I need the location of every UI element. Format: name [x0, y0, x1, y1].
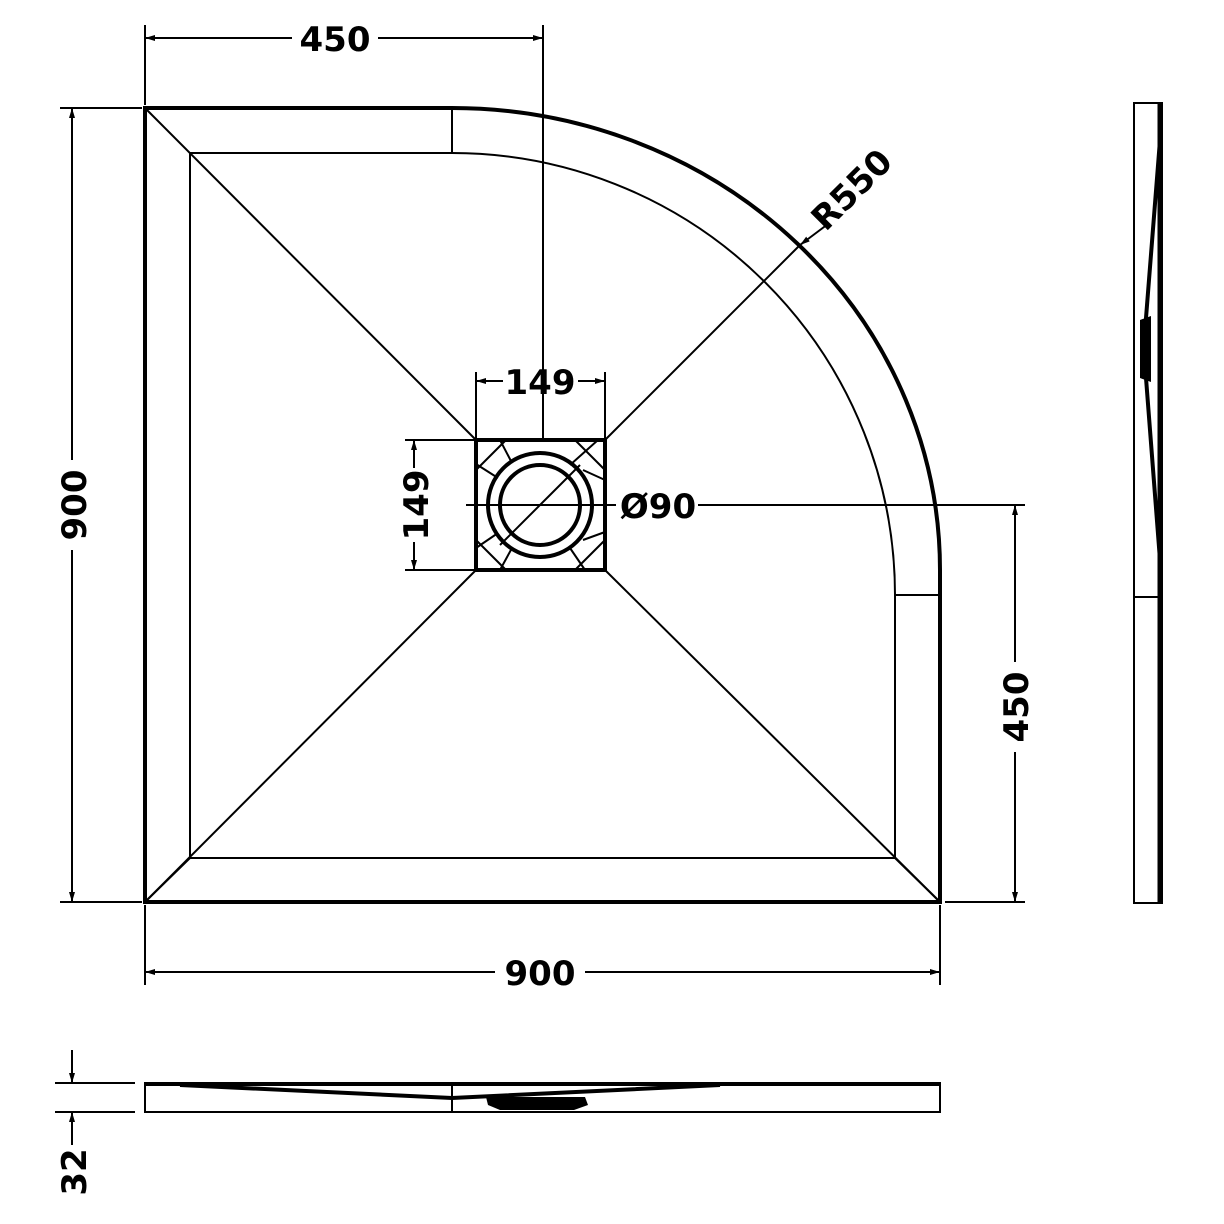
- profile-view: 32: [55, 1050, 941, 1196]
- dim-waste-height-149: 149: [397, 470, 437, 541]
- dim-waste-diameter: Ø90: [620, 487, 696, 527]
- dim-waste-width-149: 149: [505, 363, 576, 403]
- dim-left-900: 900: [55, 470, 95, 541]
- tray-inner-edge: [189, 152, 896, 859]
- dim-radius: R550: [804, 142, 901, 239]
- dimensions: 450 900 900 450 149 149 Ø90 R550: [55, 20, 1037, 994]
- dim-top-450: 450: [300, 20, 371, 60]
- tray-outline: [143, 106, 942, 904]
- dim-thickness-32: 32: [55, 1148, 95, 1195]
- dim-right-450: 450: [997, 672, 1037, 743]
- side-view: [1133, 102, 1163, 904]
- dim-bottom-900: 900: [505, 954, 576, 994]
